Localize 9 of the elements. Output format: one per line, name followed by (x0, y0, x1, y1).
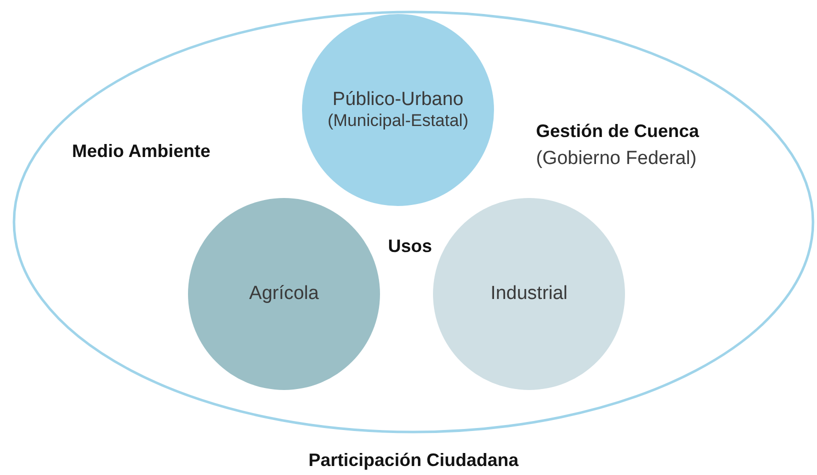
node-title: Industrial (490, 283, 568, 305)
node-title: Agrícola (249, 283, 319, 305)
text-label: (Gobierno Federal) (536, 148, 697, 170)
text-label: Medio Ambiente (72, 141, 210, 162)
node-subtitle: (Municipal-Estatal) (328, 111, 468, 131)
region-title: Participación Ciudadana (307, 450, 520, 471)
text-label: Gestión de Cuenca (536, 121, 700, 142)
text-label: Usos (388, 236, 432, 257)
node-title: Público-Urbano (332, 89, 464, 111)
